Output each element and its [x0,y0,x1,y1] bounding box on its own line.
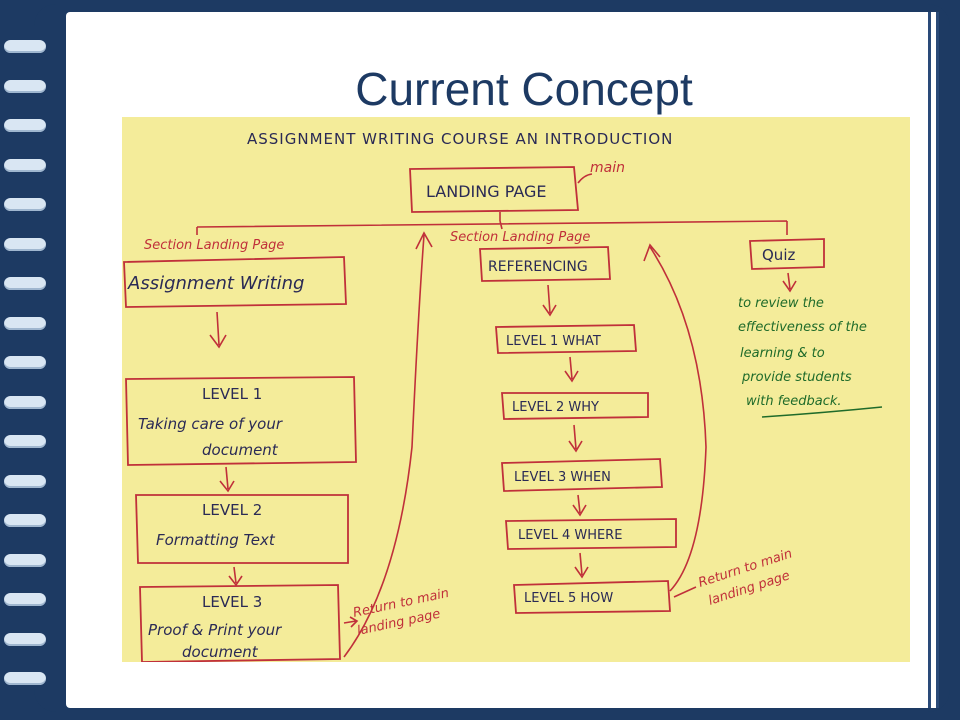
aw-level-3-box [139,584,341,662]
quiz-note-line-1: to review the [738,296,824,311]
slide-title: Current Concept [355,63,693,115]
spiral-ring [4,593,46,606]
spiral-ring [4,672,46,685]
arrow-down-icon [782,272,797,293]
ref-level-5-label: LEVEL 5 HOW [524,591,613,606]
spiral-ring [4,514,46,527]
referencing-box [479,246,611,282]
page-edge-line [936,12,939,708]
return-note-right-leader [673,586,697,598]
aw-level-2-box [135,494,349,564]
spiral-ring [4,158,46,172]
aw-level-1-desc: Taking care of your [138,415,283,433]
arrow-right-icon [343,616,359,628]
diagram-heading: ASSIGNMENT WRITING COURSE AN INTRODUCTIO… [247,130,673,148]
quiz-note-line-5: with feedback. [746,394,842,409]
section-label-middle: Section Landing Page [450,230,590,245]
assignment-writing-label: Assignment Writing [127,273,304,294]
main-note-arrow [577,173,593,184]
ref-level-4-label: LEVEL 4 WHERE [518,528,622,543]
arrow-down-icon [572,494,587,517]
ref-level-3-label: LEVEL 3 WHEN [514,470,611,485]
aw-level-3-desc: Proof & Print your [148,621,282,639]
spiral-ring [4,395,46,409]
aw-level-2-desc: Formatting Text [156,531,276,549]
quiz-label: Quiz [762,246,795,264]
spiral-ring [4,474,46,488]
concept-diagram: ASSIGNMENT WRITING COURSE AN INTRODUCTIO… [123,130,883,662]
main-note: main [590,160,625,176]
spiral-ring [4,316,46,330]
ref-level-2-box [501,392,649,420]
arrow-down-icon [574,552,589,579]
spiral-ring [4,435,46,448]
spiral-ring [4,79,46,93]
branch-lines [196,212,788,235]
ref-level-2-label: LEVEL 2 WHY [512,400,599,415]
landing-page-label: LANDING PAGE [426,182,546,201]
quiz-note-line-4: provide students [741,370,852,385]
spiral-ring [4,198,46,211]
aw-level-1-title: LEVEL 1 [202,385,262,403]
quiz-note-line-2: effectiveness of the [738,320,867,335]
return-arrow-left [343,231,433,658]
spiral-ring [4,553,46,567]
return-arrow-right [643,243,707,592]
section-label-left: Section Landing Page [144,238,284,253]
page-edge-line [928,12,931,708]
arrow-down-icon [209,311,227,349]
aw-level-3-desc-2: document [182,643,259,661]
spiral-ring [4,237,46,251]
aw-level-3-title: LEVEL 3 [202,593,262,611]
spiral-ring [4,356,46,369]
ref-level-1-box [495,324,637,354]
quiz-box [749,238,825,270]
ref-level-5-box [513,580,671,614]
quiz-note-underline [761,406,883,418]
assignment-writing-box [123,256,347,308]
ref-level-1-label: LEVEL 1 WHAT [506,334,601,349]
arrow-down-icon [564,356,579,383]
spiral-ring [4,632,46,646]
arrow-down-icon [568,424,583,453]
quiz-note-line-3: learning & to [740,346,825,361]
arrow-down-icon [219,466,235,493]
landing-page-box [409,166,579,213]
aw-level-1-desc-2: document [202,441,279,459]
aw-level-1-box [125,376,357,466]
arrow-down-icon [228,566,243,587]
ref-level-3-box [501,458,663,492]
referencing-label: REFERENCING [488,259,588,275]
concept-sketch-photo: ASSIGNMENT WRITING COURSE AN INTRODUCTIO… [122,117,910,662]
ref-level-4-box [505,518,677,550]
spiral-ring [4,40,46,53]
arrow-down-icon [542,284,557,317]
aw-level-2-title: LEVEL 2 [202,501,262,519]
spiral-ring [4,277,46,290]
spiral-ring [4,119,46,132]
